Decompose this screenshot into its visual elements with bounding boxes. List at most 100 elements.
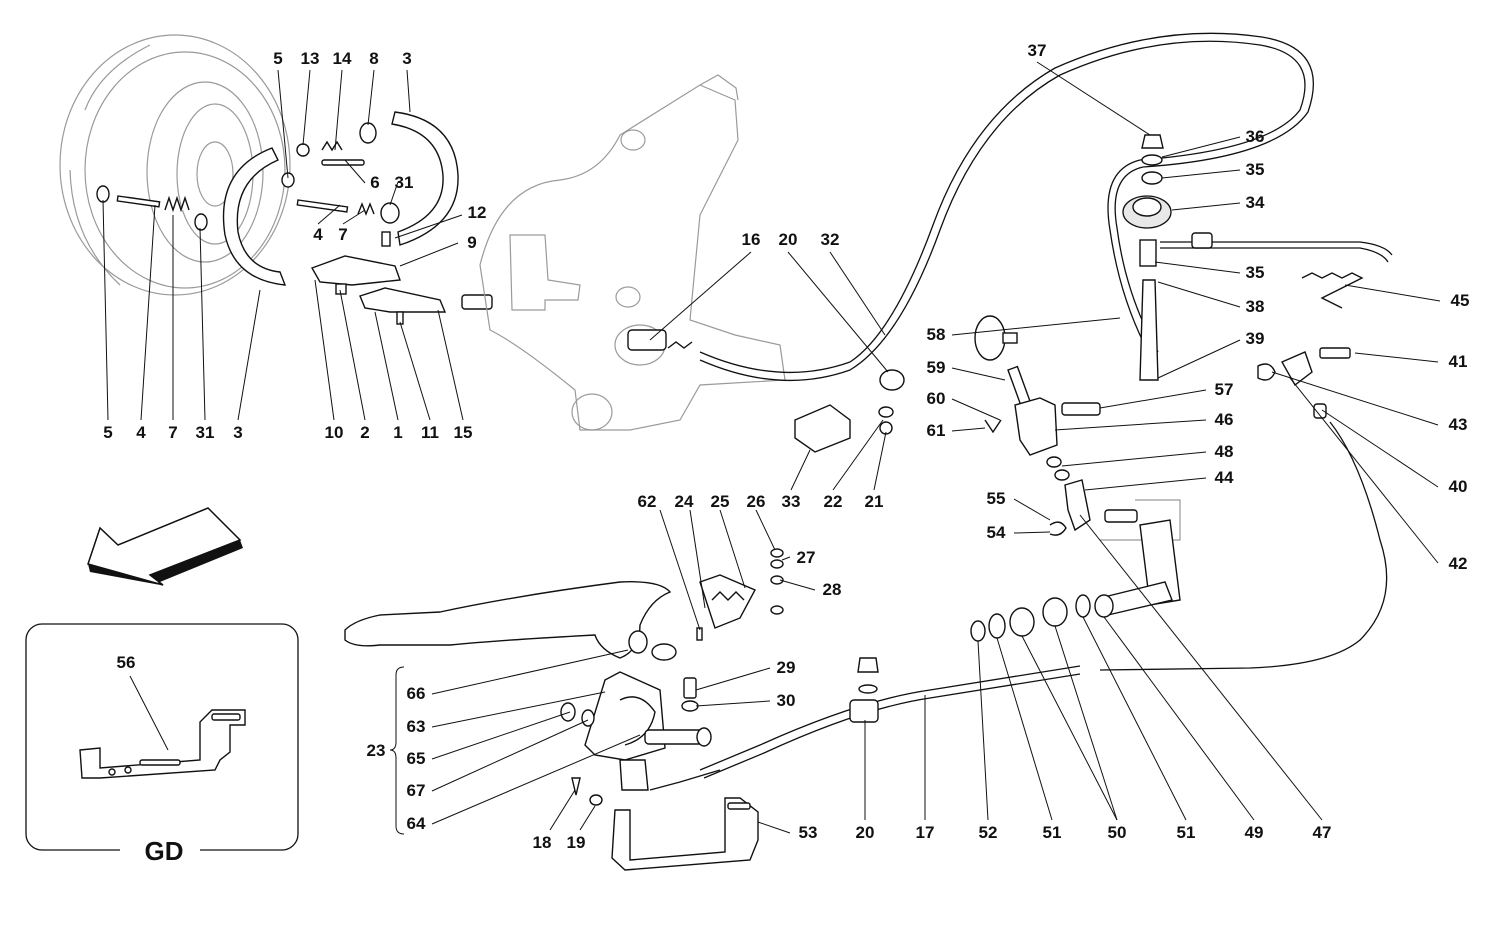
leader-line (1161, 136, 1241, 158)
leader-line (757, 821, 791, 834)
callout-label: 36 (1246, 127, 1265, 146)
callout-label: 4 (136, 423, 146, 442)
leader-line (659, 509, 701, 631)
callout-label: 35 (1246, 160, 1265, 179)
leader-line (829, 251, 886, 336)
rear-brake-cable (627, 32, 1314, 391)
leader-line (399, 321, 431, 421)
callout-label: 60 (927, 389, 946, 408)
leader-line (437, 309, 464, 421)
leader-line (431, 734, 641, 825)
callout-label: 65 (407, 749, 426, 768)
leader-line (1013, 531, 1051, 534)
leader-line (394, 214, 463, 239)
callout-label: 9 (467, 233, 476, 252)
leader-line (431, 649, 629, 695)
callout-label: 37 (1028, 41, 1047, 60)
leader-line (317, 204, 341, 225)
leader-line (977, 640, 989, 821)
callout-label: 20 (779, 230, 798, 249)
leader-line (779, 579, 816, 591)
leader-line (695, 667, 771, 691)
callout-label: 39 (1246, 329, 1265, 348)
callout-label: 43 (1449, 415, 1468, 434)
leader-line (951, 317, 1121, 336)
leader-line (1084, 477, 1207, 491)
leader-line (1099, 389, 1207, 409)
leader-line (951, 427, 986, 432)
leader-line (549, 789, 576, 831)
leader-line (339, 289, 366, 421)
leader-line (1289, 377, 1439, 564)
leader-line (237, 289, 261, 421)
callout-label: 19 (567, 833, 586, 852)
leader-line (1061, 451, 1207, 467)
callout-label: 33 (782, 492, 801, 511)
leader-line (790, 449, 811, 491)
leader-line (781, 556, 791, 561)
leader-line (579, 805, 596, 831)
gd-inset: GD (25, 623, 299, 866)
callout-label: 7 (168, 423, 177, 442)
callout-label: 66 (407, 684, 426, 703)
gd-inset-label: GD (145, 836, 184, 866)
cable-mount-assembly (1099, 134, 1393, 671)
callout-label: 23 (367, 741, 386, 760)
callout-label: 29 (777, 658, 796, 677)
callout-label: 11 (421, 423, 439, 442)
leader-line (873, 431, 887, 491)
hand-brake-lever (344, 548, 784, 871)
callout-label: 5 (273, 49, 282, 68)
group-brace (389, 666, 405, 835)
leader-line (1157, 339, 1241, 379)
callout-label: 16 (742, 230, 761, 249)
callout-label: 49 (1245, 823, 1264, 842)
callout-label: 56 (117, 653, 136, 672)
callout-label: 47 (1313, 823, 1332, 842)
callout-label: 45 (1451, 291, 1470, 310)
leader-line (787, 251, 889, 373)
leader-line (102, 199, 109, 421)
leader-line (431, 691, 606, 728)
callout-label: 41 (1449, 352, 1468, 371)
callout-label: 54 (987, 523, 1006, 542)
leader-line (1079, 514, 1323, 821)
callout-label: 5 (103, 423, 112, 442)
callout-label: 13 (301, 49, 320, 68)
leader-line (1157, 281, 1241, 308)
lower-brake-cable (699, 657, 1081, 779)
callout-label: 20 (856, 823, 875, 842)
callout-label: 57 (1215, 380, 1234, 399)
callout-label: 24 (675, 492, 694, 511)
callout-label: 17 (916, 823, 935, 842)
callout-label: 12 (468, 203, 487, 222)
callout-label: 44 (1215, 468, 1234, 487)
leader-line (1021, 635, 1118, 821)
leader-line (431, 711, 571, 760)
callout-label: 59 (927, 358, 946, 377)
misc-small-parts (794, 404, 894, 453)
leader-line (344, 159, 366, 184)
leader-line (951, 367, 1006, 381)
leader-line (1271, 371, 1439, 426)
callout-label: 52 (979, 823, 998, 842)
callout-label: 26 (747, 492, 766, 511)
callout-label: 10 (325, 423, 344, 442)
leader-line (374, 311, 399, 421)
callout-label: 42 (1449, 554, 1468, 573)
hub-carrier (479, 74, 786, 431)
callout-label: 61 (927, 421, 946, 440)
callout-label: 18 (533, 833, 552, 852)
leader-line (755, 509, 776, 551)
leader-line (1354, 352, 1439, 363)
callout-label: 3 (233, 423, 242, 442)
callout-labels: 5 13 14 8 3 6 31 4 7 12 9 5 4 7 31 3 10 … (103, 41, 1469, 852)
leader-line (1344, 284, 1441, 302)
leader-line (649, 251, 752, 341)
leader-line (431, 719, 589, 792)
leader-line (719, 509, 746, 589)
callout-label: 55 (987, 489, 1006, 508)
callout-label: 50 (1108, 823, 1127, 842)
callout-label: 34 (1246, 193, 1265, 212)
